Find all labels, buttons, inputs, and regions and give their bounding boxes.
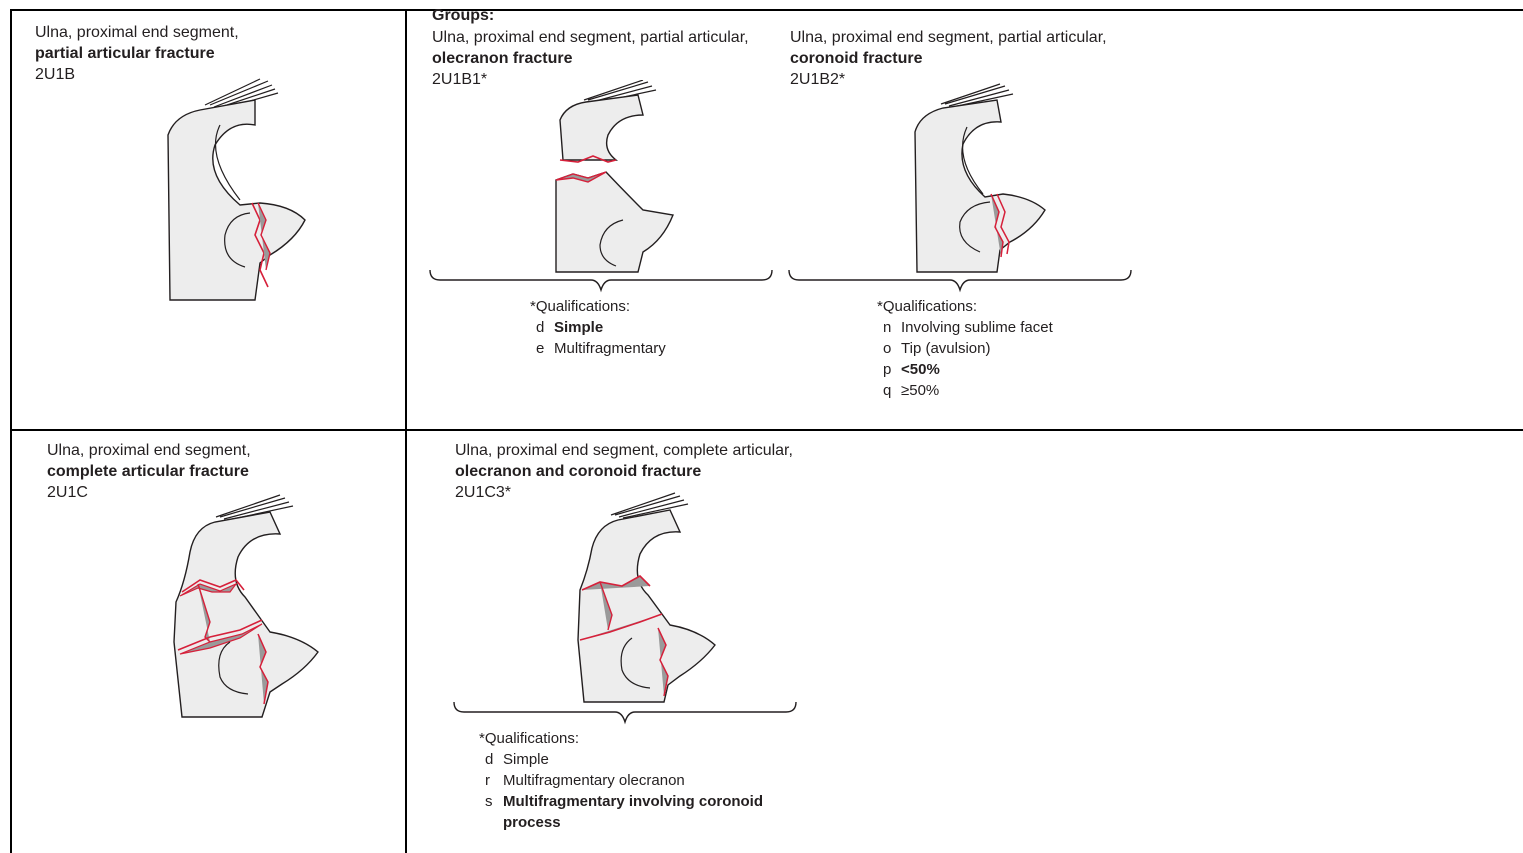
- groups-title: Groups:: [432, 6, 494, 26]
- table-divider-vertical: [405, 9, 407, 853]
- qualification-item: n Involving sublime facet: [877, 317, 1053, 338]
- qualification-letter: r: [485, 770, 503, 791]
- caption-line1: Ulna, proximal end segment, partial arti…: [432, 27, 749, 48]
- qualification-letter: p: [883, 359, 901, 380]
- qualification-item: process: [479, 812, 763, 833]
- ulna-illustration-2u1b1: [548, 80, 688, 275]
- brace-2u1b1: [428, 268, 774, 294]
- caption-line2: complete articular fracture: [47, 461, 251, 482]
- qualification-item: o Tip (avulsion): [877, 338, 1053, 359]
- qualification-text: Multifragmentary involving coronoid: [503, 791, 763, 812]
- caption-line1: Ulna, proximal end segment,: [47, 440, 251, 461]
- qualifications-2u1b2: *Qualifications: n Involving sublime fac…: [877, 296, 1053, 401]
- qualification-text: Multifragmentary: [554, 338, 666, 359]
- qualification-text: Involving sublime facet: [901, 317, 1053, 338]
- qualification-letter: d: [485, 749, 503, 770]
- qualification-letter: d: [536, 317, 554, 338]
- qualification-text: process: [503, 812, 561, 833]
- qualification-text: Multifragmentary olecranon: [503, 770, 685, 791]
- qualifications-2u1b1: *Qualifications: d Simple e Multifragmen…: [530, 296, 666, 359]
- qualification-letter: n: [883, 317, 901, 338]
- qualification-item: p <50%: [877, 359, 1053, 380]
- qualification-text: Simple: [503, 749, 549, 770]
- caption-2u1b2: Ulna, proximal end segment, partial arti…: [790, 27, 1107, 90]
- brace-2u1c3: [452, 700, 798, 726]
- caption-line1: Ulna, proximal end segment, complete art…: [455, 440, 793, 461]
- qualifications-heading: *Qualifications:: [530, 296, 666, 317]
- qualification-item: r Multifragmentary olecranon: [479, 770, 763, 791]
- qualification-text: ≥50%: [901, 380, 939, 401]
- qualifications-heading: *Qualifications:: [877, 296, 1053, 317]
- qualification-letter: [485, 812, 503, 833]
- qualification-item: d Simple: [530, 317, 666, 338]
- table-divider-horizontal: [10, 429, 1523, 431]
- qualification-text: <50%: [901, 359, 940, 380]
- qualifications-2u1c3: *Qualifications: d Simple r Multifragmen…: [479, 728, 763, 833]
- qualification-text: Simple: [554, 317, 603, 338]
- qualification-letter: s: [485, 791, 503, 812]
- caption-line2: partial articular fracture: [35, 43, 239, 64]
- qualification-item: s Multifragmentary involving coronoid: [479, 791, 763, 812]
- caption-line1: Ulna, proximal end segment,: [35, 22, 239, 43]
- caption-line2: coronoid fracture: [790, 48, 1107, 69]
- qualification-item: q ≥50%: [877, 380, 1053, 401]
- caption-line1: Ulna, proximal end segment, partial arti…: [790, 27, 1107, 48]
- table-border-top: [10, 9, 1523, 11]
- qualification-letter: q: [883, 380, 901, 401]
- caption-line2: olecranon fracture: [432, 48, 749, 69]
- ulna-illustration-2u1c3: [570, 490, 730, 705]
- caption-line2: olecranon and coronoid fracture: [455, 461, 793, 482]
- ulna-illustration-2u1b2: [905, 82, 1055, 277]
- ulna-illustration-2u1b: [160, 75, 320, 305]
- qualification-item: d Simple: [479, 749, 763, 770]
- brace-2u1b2: [787, 268, 1133, 294]
- qualification-letter: o: [883, 338, 901, 359]
- qualification-text: Tip (avulsion): [901, 338, 990, 359]
- qualification-letter: e: [536, 338, 554, 359]
- table-border-left: [10, 9, 12, 853]
- qualification-item: e Multifragmentary: [530, 338, 666, 359]
- ulna-illustration-2u1c: [170, 492, 330, 722]
- qualifications-heading: *Qualifications:: [479, 728, 763, 749]
